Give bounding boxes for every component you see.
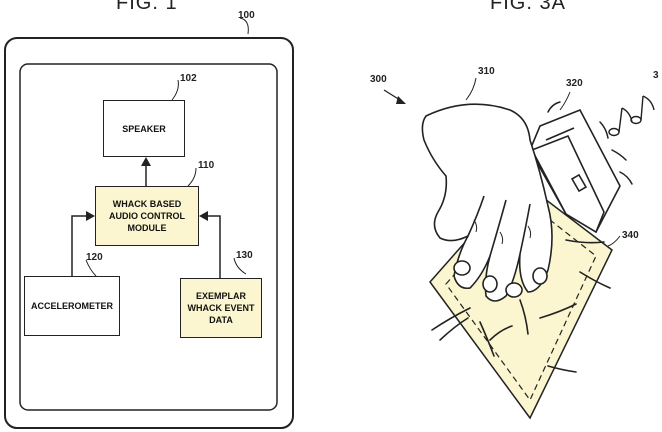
leader-340: [608, 236, 620, 246]
ref-cut: 3: [653, 70, 659, 81]
ref-340: 340: [622, 230, 639, 241]
leader-320: [560, 92, 570, 110]
ref-300: 300: [370, 74, 387, 85]
ref-320: 320: [566, 78, 583, 89]
ref-310: 310: [478, 66, 495, 77]
music-note-icon: [609, 96, 654, 136]
leader-310: [466, 78, 476, 100]
